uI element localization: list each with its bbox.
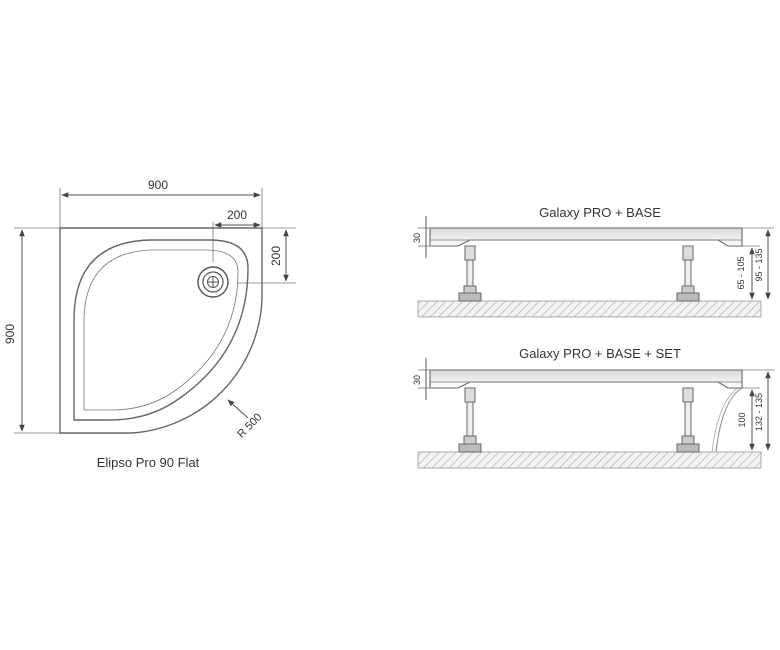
radius-label: R 500 — [235, 411, 264, 440]
elevation-base: Galaxy PRO + BASE 30 65 - 105 95 — [412, 205, 774, 318]
set-tray-height: 30 — [412, 375, 422, 385]
set-panel-height: 100 — [737, 412, 747, 427]
tray-side — [429, 369, 743, 389]
front-panel — [715, 387, 743, 453]
height-label: 900 — [3, 324, 17, 344]
plan-view: 900 900 200 200 — [3, 178, 296, 470]
drain-offset-y-dimension: 200 — [238, 227, 296, 284]
drain-icon — [197, 266, 229, 298]
base-leg-range: 65 - 105 — [736, 256, 746, 289]
leg-right — [676, 245, 700, 302]
leg-right — [676, 387, 700, 453]
base-tray-height: 30 — [412, 233, 422, 243]
radius-annotation: R 500 — [227, 399, 265, 441]
ground — [417, 300, 762, 318]
set-title: Galaxy PRO + BASE + SET — [519, 346, 681, 361]
drain-offset-x-dimension: 200 — [212, 208, 261, 262]
tray-side — [429, 227, 743, 247]
height-dimension: 900 — [3, 227, 60, 434]
drain-offset-x-label: 200 — [227, 208, 247, 222]
leg-left — [458, 387, 482, 453]
tray-basin-outer — [73, 239, 249, 421]
tray-outline — [59, 227, 263, 434]
tray-basin-inner — [83, 249, 239, 411]
width-label: 900 — [148, 178, 168, 192]
product-name: Elipso Pro 90 Flat — [97, 455, 200, 470]
base-title: Galaxy PRO + BASE — [539, 205, 661, 220]
drain-offset-y-label: 200 — [269, 246, 283, 266]
set-total-range: 132 - 135 — [754, 393, 764, 431]
ground — [417, 451, 762, 469]
elevation-set: Galaxy PRO + BASE + SET 30 100 1 — [412, 346, 774, 469]
base-total-range: 95 - 135 — [754, 248, 764, 281]
width-dimension: 900 — [59, 178, 263, 228]
leg-left — [458, 245, 482, 302]
